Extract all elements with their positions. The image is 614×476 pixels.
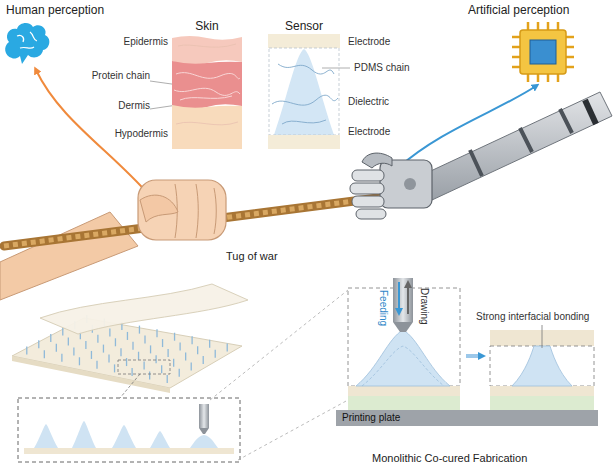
chip-icon xyxy=(512,22,574,82)
motion-label: Drawing xyxy=(418,288,430,325)
pillar xyxy=(73,347,74,355)
pillar xyxy=(161,365,162,373)
pillar xyxy=(68,338,69,346)
callout-label: Strong interfacial bonding xyxy=(476,311,589,323)
layer-stack xyxy=(268,34,340,149)
pillar xyxy=(139,326,140,334)
pillar xyxy=(91,351,92,359)
scene-label: Tug of war xyxy=(226,250,278,263)
pillar xyxy=(85,341,86,349)
pillar xyxy=(162,339,163,347)
pillar xyxy=(209,340,210,348)
layer-label: Epidermis xyxy=(124,36,168,48)
layer-label: Dielectric xyxy=(348,96,389,108)
pillar xyxy=(174,333,175,341)
plate-label: Printing plate xyxy=(342,412,592,424)
pillar xyxy=(79,357,80,365)
skin-panel: Skin xyxy=(172,18,242,149)
pillar xyxy=(185,353,186,361)
pillar xyxy=(167,375,168,383)
caption-label: Monolithic Co-cured Fabrication xyxy=(372,452,527,465)
sensor-sheet xyxy=(12,284,248,398)
pillar xyxy=(191,336,192,344)
pillar xyxy=(203,356,204,364)
pillar xyxy=(62,328,63,336)
section-title: Human perception xyxy=(6,4,104,18)
brain-icon xyxy=(5,23,49,64)
pillar xyxy=(155,355,156,363)
human-fist xyxy=(138,180,226,240)
pillar xyxy=(97,335,98,343)
layer-label: Electrode xyxy=(348,126,390,138)
pillar xyxy=(126,358,127,366)
sensor-panel: Sensor xyxy=(268,18,340,149)
pillar xyxy=(103,345,104,353)
pillar xyxy=(144,336,145,344)
printing-plate: Printing plate xyxy=(336,410,598,426)
pillar xyxy=(138,352,139,360)
pillar xyxy=(120,348,121,356)
pillar xyxy=(115,338,116,346)
layer-label: PDMS chain xyxy=(354,62,410,74)
pillar xyxy=(143,362,144,370)
pillar xyxy=(197,346,198,354)
pillar xyxy=(108,355,109,363)
panel-heading: Sensor xyxy=(268,18,340,34)
robot-arm xyxy=(420,92,612,200)
printing-view xyxy=(348,278,460,410)
zoom-line xyxy=(238,400,348,460)
pillar xyxy=(156,329,157,337)
pillar xyxy=(56,344,57,352)
pillar xyxy=(50,334,51,342)
pillar xyxy=(179,369,180,377)
section-title: Artificial perception xyxy=(468,4,569,18)
step-arrow xyxy=(466,354,482,358)
pillar xyxy=(38,340,39,348)
pillar xyxy=(167,349,168,357)
panel-heading: Skin xyxy=(172,18,242,34)
pillar xyxy=(191,362,192,370)
pillar xyxy=(114,364,115,372)
zoom-line xyxy=(210,290,348,400)
pillar xyxy=(179,343,180,351)
pillar xyxy=(127,332,128,340)
pillar xyxy=(132,342,133,350)
pillar xyxy=(227,343,228,351)
pillar xyxy=(61,354,62,362)
pillar xyxy=(150,345,151,353)
pillar xyxy=(215,350,216,358)
motion-label: Feeding xyxy=(377,290,389,326)
pillar xyxy=(131,368,132,376)
pillar xyxy=(26,347,27,355)
pillar xyxy=(173,359,174,367)
inset-view xyxy=(18,398,240,462)
layer-label: Protein chain xyxy=(92,70,150,82)
pillar xyxy=(44,350,45,358)
cured-view xyxy=(490,325,594,410)
layer-label: Hypodermis xyxy=(115,128,168,140)
layer-stack xyxy=(172,34,242,149)
layer-label: Electrode xyxy=(348,36,390,48)
pillar xyxy=(109,328,110,336)
pillar xyxy=(149,372,150,380)
robot-hand xyxy=(350,153,432,219)
human-arm xyxy=(0,212,138,300)
layer-label: Dermis xyxy=(118,100,150,112)
pillar xyxy=(96,361,97,369)
